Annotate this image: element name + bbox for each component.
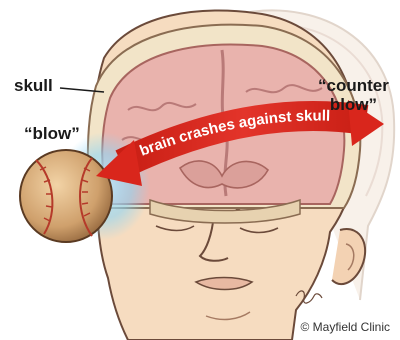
counter-blow-line-1: “counter: [318, 76, 389, 95]
blow-label: “blow”: [24, 124, 80, 144]
copyright-credit: © Mayfield Clinic: [300, 320, 390, 334]
counter-blow-line-2: blow”: [318, 95, 389, 114]
counter-blow-label: “counter blow”: [318, 76, 389, 114]
baseball-icon: [20, 150, 112, 242]
skull-label: skull: [14, 76, 53, 96]
